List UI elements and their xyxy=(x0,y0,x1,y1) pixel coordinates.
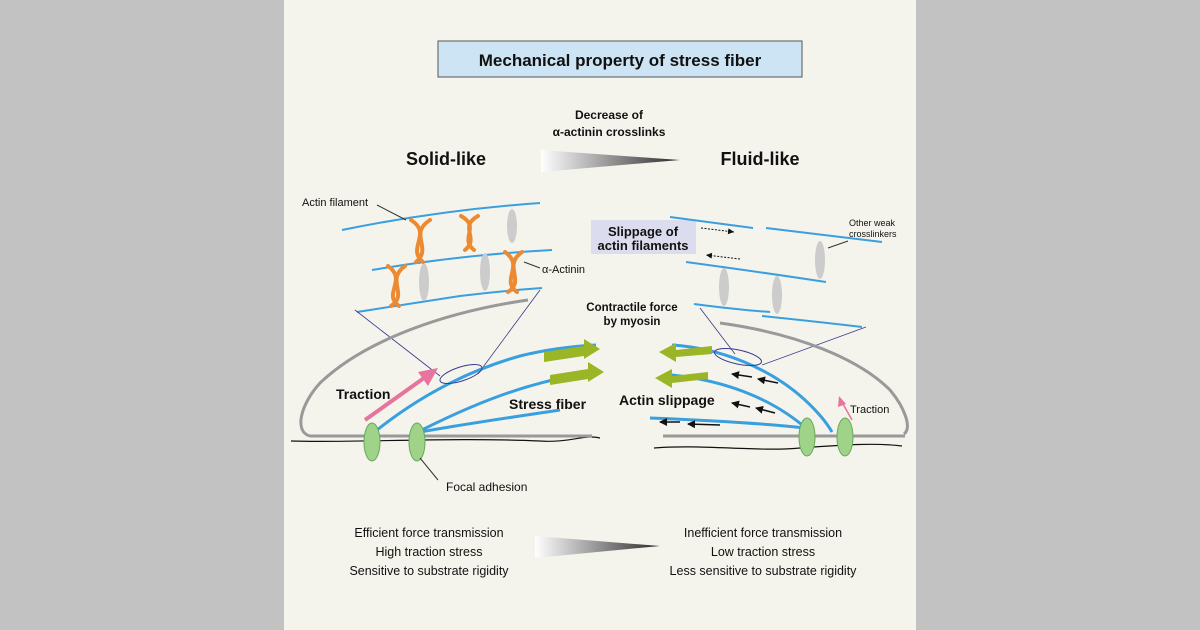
property-line: High traction stress xyxy=(376,545,483,559)
weak-crosslinkers-line1: Other weak xyxy=(849,218,896,228)
actin-filament-label: Actin filament xyxy=(302,197,368,209)
actin-filament-line xyxy=(765,227,883,243)
alpha-actinin-leader xyxy=(523,261,541,269)
crosslinker-ellipse xyxy=(419,263,429,301)
title-box xyxy=(437,40,803,78)
solid-zoom-inset xyxy=(341,202,553,377)
focal-adhesion-label: Focal adhesion xyxy=(446,480,527,494)
property-line: Less sensitive to substrate rigidity xyxy=(670,564,858,578)
fluid-cell xyxy=(649,321,909,457)
alpha-actinin-label: α-Actinin xyxy=(542,264,585,276)
figure-panel xyxy=(284,0,916,630)
crosslinker-ellipse xyxy=(507,209,517,243)
solid-cell xyxy=(290,298,604,481)
actin-filament-line xyxy=(371,249,553,271)
slippage-line2: actin filaments xyxy=(597,238,688,253)
zoom-guide-line xyxy=(477,289,541,375)
property-gradient-wedge xyxy=(535,536,660,558)
zoom-circle xyxy=(713,348,763,366)
crosslinker-ellipse xyxy=(772,276,782,314)
stress-fiber-lower xyxy=(649,416,806,430)
focal-adhesion xyxy=(798,417,816,457)
crosslinker-ellipse xyxy=(815,241,825,279)
fluid-like-heading: Fluid-like xyxy=(720,149,799,169)
crosslinker-ellipse xyxy=(480,253,490,291)
stress-fiber-upper xyxy=(371,343,597,436)
traction-arrow-shaft xyxy=(363,376,426,422)
traction-arrow-small xyxy=(842,403,853,421)
fluid-zoom-inset xyxy=(591,216,883,366)
alpha-actinin-crosslinks xyxy=(386,214,524,308)
actin-filament-line xyxy=(693,303,771,313)
cell-membrane xyxy=(299,298,529,438)
zoom-guide-line xyxy=(354,309,441,377)
solid-like-heading: Solid-like xyxy=(406,149,486,169)
zoom-guide-line xyxy=(699,307,736,355)
property-line: Sensitive to substrate rigidity xyxy=(349,564,509,578)
slippage-line1: Slippage of xyxy=(608,224,679,239)
property-line: Efficient force transmission xyxy=(354,526,503,540)
focal-adhesion xyxy=(363,422,381,462)
stress-fiber-label: Stress fiber xyxy=(509,396,587,412)
property-line: Low traction stress xyxy=(711,545,815,559)
crosslinker-ellipse xyxy=(719,268,729,306)
title: Mechanical property of stress fiber xyxy=(479,51,762,70)
focal-adhesion xyxy=(836,417,854,457)
solid-properties: Efficient force transmission High tracti… xyxy=(349,526,509,578)
contractile-force-line2: by myosin xyxy=(604,316,661,328)
actin-slippage-label: Actin slippage xyxy=(619,392,715,408)
focal-adhesion xyxy=(408,422,426,462)
actin-filament-leader xyxy=(376,204,407,221)
actin-filament-line xyxy=(685,261,827,283)
zoom-circle xyxy=(439,363,483,385)
property-line: Inefficient force transmission xyxy=(684,526,842,540)
slippage-arrow-right xyxy=(700,227,735,235)
traction-label-right: Traction xyxy=(850,404,889,416)
substrate-line xyxy=(290,436,601,443)
actin-filament-line xyxy=(761,315,863,328)
traction-arrowhead xyxy=(418,368,438,386)
traction-arrowhead-small xyxy=(838,396,846,407)
contractile-force-line1: Contractile force xyxy=(586,302,677,314)
fluid-properties: Inefficient force transmission Low tract… xyxy=(670,526,858,578)
actin-slippage-arrows xyxy=(659,371,779,429)
stress-fiber-lower xyxy=(414,408,561,435)
myosin-contractile-arrows xyxy=(544,339,604,385)
traction-label: Traction xyxy=(336,386,390,402)
slippage-arrow-left xyxy=(705,252,741,260)
slippage-box xyxy=(591,220,696,254)
actin-filament-line xyxy=(341,202,541,231)
transition-line1: Decrease of xyxy=(575,108,644,122)
focal-adhesion-leader xyxy=(419,457,439,481)
weak-crosslinkers-line2: crosslinkers xyxy=(849,229,897,239)
transition-line2: α-actinin crosslinks xyxy=(553,125,666,139)
cell-membrane xyxy=(719,321,909,436)
myosin-contractile-arrows xyxy=(655,343,712,388)
weak-crosslinker-leader xyxy=(827,240,849,249)
actin-filament-line xyxy=(669,216,754,229)
transition-gradient-wedge xyxy=(541,150,680,172)
substrate-line xyxy=(653,443,903,450)
